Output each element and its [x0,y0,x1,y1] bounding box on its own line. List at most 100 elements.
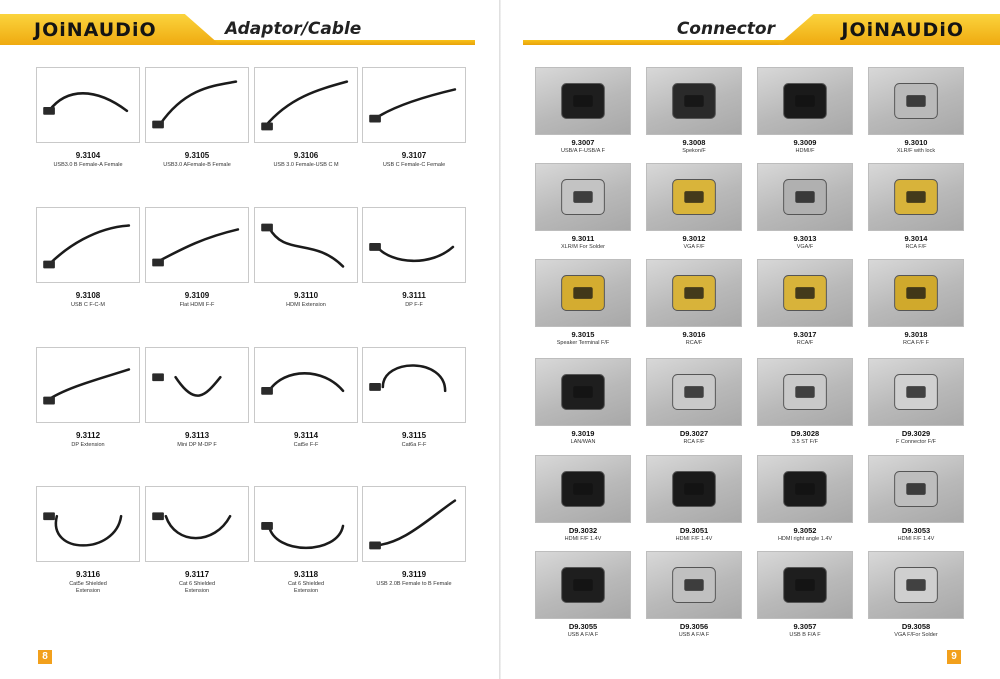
product-photo [362,207,466,283]
product-description: F Connector F/F [895,439,937,445]
product-code: 9.3117 [184,570,210,579]
product-photo [145,207,249,283]
product-description: Speaker Terminal F/F [556,340,610,346]
product-code: D9.3051 [679,526,709,535]
product-photo [757,358,853,426]
connector-icon [894,567,938,603]
product-code: D9.3053 [901,526,931,535]
connector-icon [783,471,827,507]
product-description: HDMI F/F 1.4V [675,536,713,542]
product-description: Cat 6 Shielded [178,581,216,587]
product-description: USB A F/A F [567,632,599,638]
product-photo [362,67,466,143]
connector-icon [672,179,716,215]
product-description: HDMI right angle 1.4V [777,536,833,542]
cable-icon [261,522,345,550]
product-description: XLR/M For Solder [560,244,605,250]
product-description: Flat HDMI F-F [179,302,215,308]
connector-icon [894,374,938,410]
cable-icon [261,223,345,268]
product-description: LAN/WAN [570,439,596,445]
product-photo [646,358,742,426]
connector-icon [561,179,605,215]
cable-icon [152,512,232,540]
product-code: 9.3007 [571,138,595,147]
section-title-connector: Connector [676,19,775,39]
product-code: D9.3032 [568,526,598,535]
product-code: 9.3015 [571,330,595,339]
product-description-line2: Extension [293,588,319,594]
product-code: 9.3008 [682,138,706,147]
connector-icon [783,83,827,119]
header-rule [523,40,1000,45]
product-code: 9.3109 [184,291,210,300]
product-photo [145,67,249,143]
product-photo [646,259,742,327]
product-description: USB 2.0B Female to B Female [376,581,452,587]
product-description: Cat 6 Shielded [287,581,325,587]
cable-icon [261,372,345,395]
product-photo [535,259,631,327]
product-code: 9.3057 [793,622,817,631]
product-code: 9.3010 [904,138,928,147]
product-description: VGA F/For Solder [894,632,938,638]
product-photo [36,486,140,562]
product-description-line2: Extension [75,588,101,594]
product-photo [646,455,742,523]
product-description: DP F-F [405,302,423,308]
connector-icon [672,567,716,603]
cable-icon [43,224,131,269]
header-brand-tab [0,14,220,45]
product-photo [145,486,249,562]
product-description: VGA/F [796,244,814,250]
product-code: D9.3028 [790,429,820,438]
cable-icon [43,92,129,115]
connector-icon [894,275,938,311]
page-spine [499,0,501,679]
product-code: 9.3105 [184,151,210,160]
product-photo [868,455,964,523]
product-code: D9.3027 [679,429,709,438]
product-code: 9.3019 [571,429,595,438]
product-photo [254,207,358,283]
product-description: VGA F/F [683,244,705,250]
product-code: 9.3107 [401,151,427,160]
connector-icon [672,83,716,119]
connector-icon [783,567,827,603]
product-description: RCA F/F [683,439,705,445]
page-number-right: 9 [947,650,961,664]
product-code: 9.3014 [904,234,928,243]
product-photo [535,358,631,426]
product-description: 3.5 ST F/F [792,439,818,445]
connector-icon [783,275,827,311]
connector-icon [672,471,716,507]
product-photo [36,347,140,423]
product-code: 9.3108 [75,291,101,300]
connector-icon [894,83,938,119]
product-code: D9.3055 [568,622,598,631]
product-code: 9.3112 [75,431,101,440]
product-photo [145,347,249,423]
product-description-line2: Extension [184,588,210,594]
product-description: USB/A F-USB/A F [560,148,605,154]
product-code: 9.3116 [75,570,101,579]
header-rule [0,40,475,45]
product-photo [868,358,964,426]
product-description: RCA/F [685,340,703,346]
connector-icon [561,567,605,603]
cable-icon [152,80,238,129]
